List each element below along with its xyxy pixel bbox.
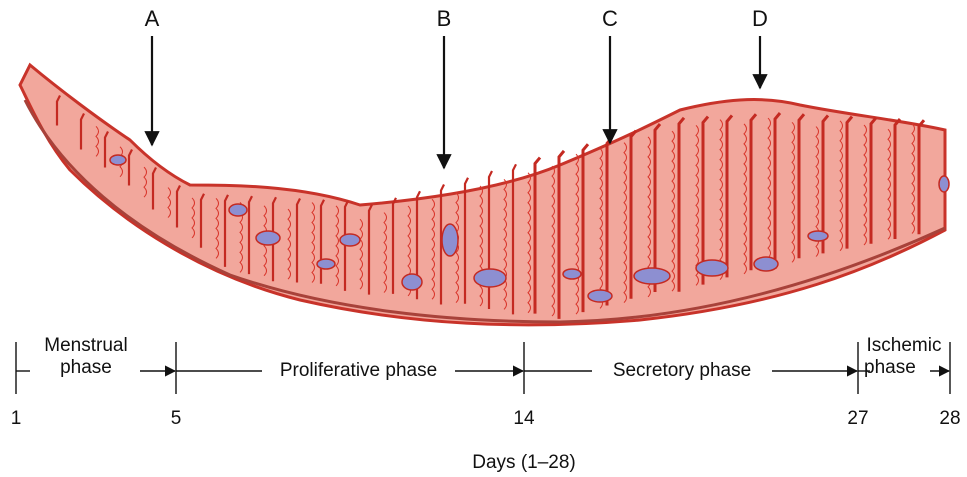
ischemic-phase-line1: Ischemic [858, 335, 950, 357]
blood-pool [110, 155, 126, 165]
proliferative-phase-label: Proliferative phase [262, 360, 455, 382]
secretory-phase-label: Secretory phase [592, 360, 772, 382]
blood-pool [402, 274, 422, 290]
ischemic-phase-line2: phase [858, 357, 950, 379]
day-28-label: 28 [934, 408, 966, 430]
blood-pool [229, 204, 247, 216]
ischemic-phase-label: Ischemic phase [858, 335, 950, 379]
blood-pool [474, 269, 506, 287]
blood-pool [256, 231, 280, 245]
blood-pool [634, 268, 670, 284]
days-axis-label: Days (1–28) [440, 452, 608, 474]
day-1-label: 1 [4, 408, 28, 430]
phase-timeline [16, 342, 950, 394]
blood-pool [340, 234, 360, 246]
blood-pool [588, 290, 612, 302]
blood-pool [563, 269, 581, 279]
menstrual-phase-line1: Menstrual [30, 335, 142, 357]
day-5-label: 5 [164, 408, 188, 430]
blood-pool [939, 176, 949, 192]
blood-pool [754, 257, 778, 271]
blood-pool [442, 224, 458, 256]
menstrual-phase-label: Menstrual phase [30, 335, 142, 379]
day-14-label: 14 [508, 408, 540, 430]
menstrual-phase-line2: phase [30, 357, 142, 379]
blood-pool [317, 259, 335, 269]
blood-pool [808, 231, 828, 241]
day-27-label: 27 [842, 408, 874, 430]
blood-pool [696, 260, 728, 276]
